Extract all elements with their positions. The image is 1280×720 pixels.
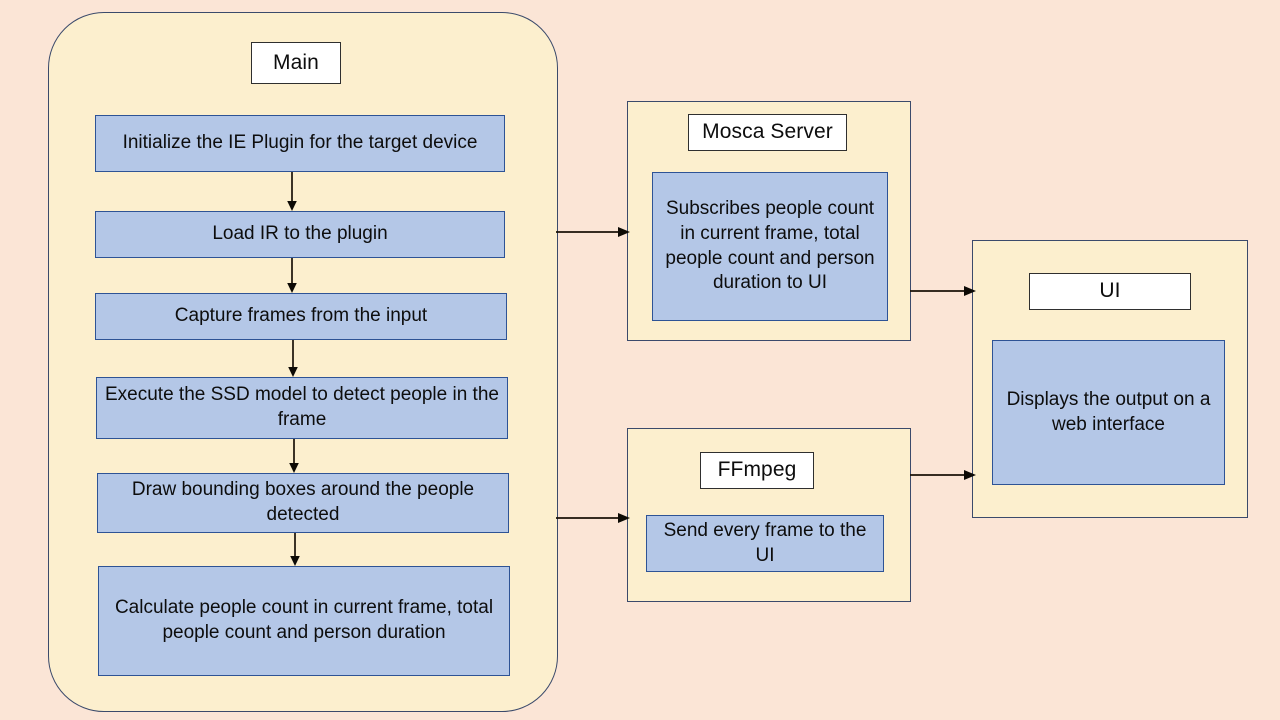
connector-ffmpeg-to-ui bbox=[910, 470, 976, 480]
process-label: Execute the SSD model to detect people i… bbox=[105, 384, 499, 430]
process-label: Load IR to the plugin bbox=[212, 223, 388, 245]
group-mosca-server-title: Mosca Server bbox=[688, 114, 847, 151]
group-main-title: Main bbox=[251, 42, 341, 84]
group-ffmpeg-title-label: FFmpeg bbox=[717, 458, 797, 482]
process-label: Subscribes people count in current frame… bbox=[665, 198, 875, 294]
connector-capture-to-execute bbox=[288, 340, 298, 377]
process-label: Initialize the IE Plugin for the target … bbox=[122, 132, 478, 154]
process-label: Draw bounding boxes around the people de… bbox=[131, 479, 475, 525]
process-label: Calculate people count in current frame,… bbox=[114, 597, 494, 643]
process-box-init-ie-plugin[interactable]: Initialize the IE Plugin for the target … bbox=[95, 115, 505, 172]
process-label: Send every frame to the UI bbox=[663, 519, 867, 566]
process-box-draw-boxes[interactable]: Draw bounding boxes around the people de… bbox=[97, 473, 509, 533]
connector-init-to-load bbox=[287, 172, 297, 211]
connector-main-to-mosca bbox=[556, 227, 630, 237]
connector-execute-to-draw bbox=[289, 439, 299, 473]
process-box-send-frames[interactable]: Send every frame to the UI bbox=[646, 515, 884, 572]
group-ffmpeg-title: FFmpeg bbox=[700, 452, 814, 489]
group-ui-title-label: UI bbox=[1099, 279, 1121, 303]
process-label: Capture frames from the input bbox=[174, 305, 428, 327]
group-ui-title: UI bbox=[1029, 273, 1191, 310]
process-box-display-output[interactable]: Displays the output on a web interface bbox=[992, 340, 1225, 485]
process-box-execute-ssd[interactable]: Execute the SSD model to detect people i… bbox=[96, 377, 508, 439]
process-box-calculate-counts[interactable]: Calculate people count in current frame,… bbox=[98, 566, 510, 676]
connector-mosca-to-ui bbox=[910, 286, 976, 296]
process-box-load-ir[interactable]: Load IR to the plugin bbox=[95, 211, 505, 258]
process-box-capture-frames[interactable]: Capture frames from the input bbox=[95, 293, 507, 340]
process-box-subscribe-counts[interactable]: Subscribes people count in current frame… bbox=[652, 172, 888, 321]
process-label: Displays the output on a web interface bbox=[1006, 388, 1211, 435]
group-main-title-label: Main bbox=[273, 50, 319, 74]
group-mosca-server-title-label: Mosca Server bbox=[702, 120, 833, 144]
connector-main-to-ffmpeg bbox=[556, 513, 630, 523]
connector-draw-to-calculate bbox=[290, 533, 300, 566]
connector-load-to-capture bbox=[287, 258, 297, 293]
